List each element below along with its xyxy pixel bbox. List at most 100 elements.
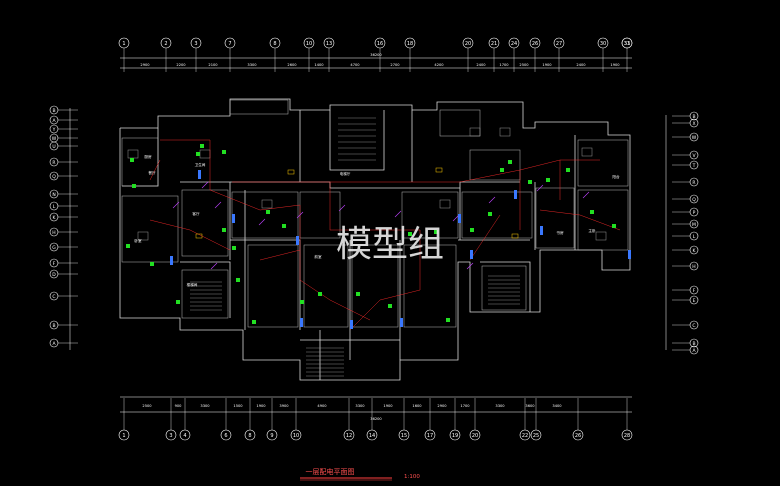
electrical-device (282, 224, 286, 228)
axis-label-top: 2 (164, 41, 167, 47)
axis-bubble-bottom (572, 429, 584, 441)
axis-label-left: U (52, 144, 55, 150)
electrical-device (318, 292, 322, 296)
axis-label-right: Q (692, 197, 696, 203)
dimension-text-bottom: 3600 (525, 404, 535, 408)
drawing-scale: 1:100 (404, 474, 420, 480)
axis-label-top: 31 (624, 41, 630, 47)
axis-label-bottom: 14 (369, 433, 375, 439)
axis-bubble-right (689, 295, 699, 305)
axis-label-right: H (692, 264, 695, 270)
axis-label-top: 30 (600, 41, 606, 47)
axis-label-left: R (52, 160, 55, 166)
axis-bubble-bottom (266, 429, 278, 441)
axis-bubble-right (689, 345, 699, 355)
socket (232, 214, 235, 223)
axis-label-bottom: 28 (624, 433, 630, 439)
socket (400, 318, 403, 327)
axis-label-bottom: 22 (522, 433, 528, 439)
circuit-tag (201, 181, 209, 189)
room-outline (577, 139, 629, 187)
partition (180, 261, 231, 318)
watermark-text: 模型组 (336, 224, 444, 265)
socket (296, 236, 299, 245)
partition (230, 181, 520, 189)
dimension-text-top: 2400 (576, 63, 586, 67)
axis-bubble-left (49, 227, 59, 237)
axis-bubble-top (224, 37, 236, 49)
room-outline (577, 189, 629, 251)
fixture (439, 199, 451, 209)
partition (480, 261, 531, 312)
axis-label-right: T (692, 163, 696, 169)
dimension-text-bottom: 2500 (142, 404, 152, 408)
fixture (581, 147, 593, 157)
dimension-text-bottom: 1600 (412, 404, 422, 408)
dimension-text-bottom: 900 (175, 404, 183, 408)
electrical-device (222, 228, 226, 232)
axis-label-top: 16 (377, 41, 383, 47)
axis-bubble-top (118, 37, 130, 49)
circuit-tag (536, 184, 544, 192)
axis-label-right: V (692, 153, 696, 159)
circuit-tag (394, 210, 402, 218)
axis-label-bottom: 12 (346, 433, 352, 439)
panel-marker (287, 169, 295, 175)
electrical-device (252, 320, 256, 324)
axis-label-right: K (693, 248, 697, 254)
axis-label-left: B (52, 108, 55, 114)
partition (230, 239, 301, 330)
room-outline (439, 109, 481, 137)
axis-bubble-left (49, 320, 59, 330)
axis-label-bottom: 19 (452, 433, 458, 439)
axis-label-left: K (53, 215, 57, 221)
dimension-text-top: 4200 (434, 63, 444, 67)
axis-label-bottom: 3 (169, 433, 172, 439)
axis-bubble-top (374, 37, 386, 49)
stair-core (329, 110, 385, 171)
axis-label-right: F (693, 288, 696, 294)
electrical-device (434, 230, 438, 234)
circuit-wire (469, 214, 501, 261)
room-label: 主卧 (588, 228, 596, 233)
axis-label-bottom: 20 (472, 433, 478, 439)
room-label: 餐厅 (148, 170, 156, 175)
axis-label-right: W (692, 135, 697, 141)
electrical-device (236, 278, 240, 282)
circuit-tag (296, 211, 304, 219)
axis-label-right: E (693, 298, 696, 304)
axis-label-bottom: 6 (224, 433, 227, 439)
panel-marker (511, 233, 519, 239)
axis-bubble-bottom (530, 429, 542, 441)
axis-label-bottom: 17 (427, 433, 433, 439)
axis-label-bottom: 4 (183, 433, 186, 439)
axis-bubble-left (49, 171, 59, 181)
axis-bubble-top (462, 37, 474, 49)
axis-label-left: W (52, 136, 57, 142)
circuit-tag (582, 191, 590, 199)
room-label: 卫生间 (195, 162, 206, 167)
room-label: 阳台 (612, 174, 620, 179)
axis-bubble-top (160, 37, 172, 49)
dimension-total-bottom: 36200 (370, 417, 382, 421)
electrical-device (566, 168, 570, 172)
room-label: 楼梯间 (187, 282, 198, 287)
room-outline (181, 269, 229, 319)
axis-bubble-bottom (220, 429, 232, 441)
axis-bubble-left (49, 212, 59, 222)
electrical-device (356, 292, 360, 296)
circuit-wire (259, 249, 301, 261)
axis-label-bottom: 10 (293, 433, 299, 439)
dimension-text-top: 2700 (390, 63, 400, 67)
axis-bubble-top (323, 37, 335, 49)
electrical-device (590, 210, 594, 214)
axis-bubble-right (689, 261, 699, 271)
dimension-text-bottom: 1900 (256, 404, 266, 408)
electrical-device (488, 212, 492, 216)
axis-label-right: B (692, 341, 695, 347)
circuit-tag (214, 201, 222, 209)
floor-plan (119, 98, 631, 381)
circuit-wire (149, 159, 161, 181)
